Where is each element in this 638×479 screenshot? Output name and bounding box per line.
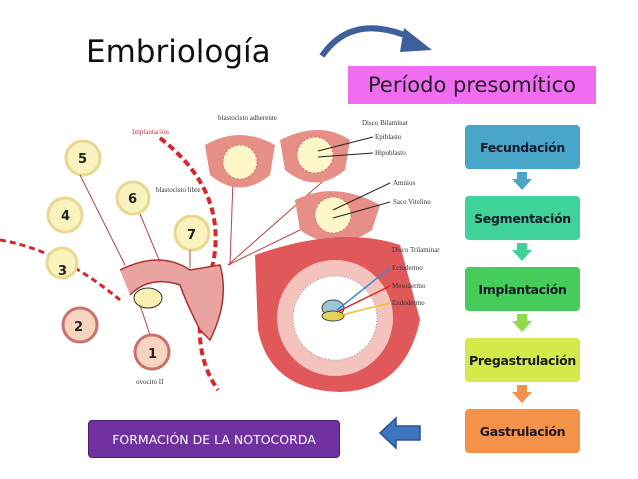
label-blastocisto-libre: blastocisto libre (156, 186, 201, 194)
stage-3: 3 (58, 264, 67, 279)
stage-2: 2 (74, 320, 83, 335)
left-arrow-icon (378, 416, 421, 450)
label-ectodermo: Ectodermo (392, 264, 423, 272)
step-label: Gastrulación (479, 423, 566, 439)
label-disco-trilaminar: Disco Trilaminar (392, 246, 440, 254)
notocorda-label: FORMACIÓN DE LA NOTOCORDA (112, 431, 316, 447)
label-blastocisto-adherente: blastocisto adherente (218, 114, 277, 122)
down-arrow-icon (512, 243, 532, 261)
uterus (119, 259, 225, 342)
label-saco-vitelino: Saco Vitelino (393, 198, 431, 206)
down-arrow-icon (512, 314, 532, 332)
label-amnios: Amnios (393, 179, 415, 187)
down-arrow-icon (512, 385, 532, 403)
step-fecundacion: Fecundación (465, 125, 580, 169)
period-label: Período presomítico (348, 66, 596, 104)
curved-arrow-icon (319, 25, 432, 58)
step-segmentacion: Segmentación (465, 196, 580, 240)
slide-title: Embriología (86, 34, 271, 70)
label-disco-bilaminar: Disco Bilaminar (362, 119, 409, 127)
label-hipoblasto: Hipoblasto (375, 149, 406, 157)
stage-cells (45, 139, 211, 371)
stage-1: 1 (148, 347, 157, 362)
step-gastrulacion: Gastrulación (465, 409, 580, 453)
stage-7: 7 (187, 228, 196, 243)
embryology-diagram: 1 2 3 4 5 6 7 Impl (0, 114, 440, 392)
stage-6: 6 (128, 192, 137, 207)
step-label: Segmentación (474, 210, 571, 226)
step-implantacion: Implantación (465, 267, 580, 311)
step-label: Implantación (478, 281, 567, 297)
label-implantacion: Implantación (132, 128, 169, 136)
step-label: Pregastrulación (468, 352, 577, 368)
step-pregastrulacion: Pregastrulación (465, 338, 580, 382)
stage-4: 4 (61, 209, 70, 224)
stage-5: 5 (78, 152, 87, 167)
step-label: Fecundación (480, 139, 565, 155)
label-endodermo: Endodermo (392, 299, 425, 307)
label-mesodermo: Mesodermo (392, 282, 426, 290)
down-arrow-icon (512, 172, 532, 190)
label-epiblasto: Epiblasto (375, 133, 402, 141)
formacion-notocorda-button[interactable]: FORMACIÓN DE LA NOTOCORDA (88, 420, 340, 458)
label-ovocito: ovocito II (136, 378, 164, 386)
